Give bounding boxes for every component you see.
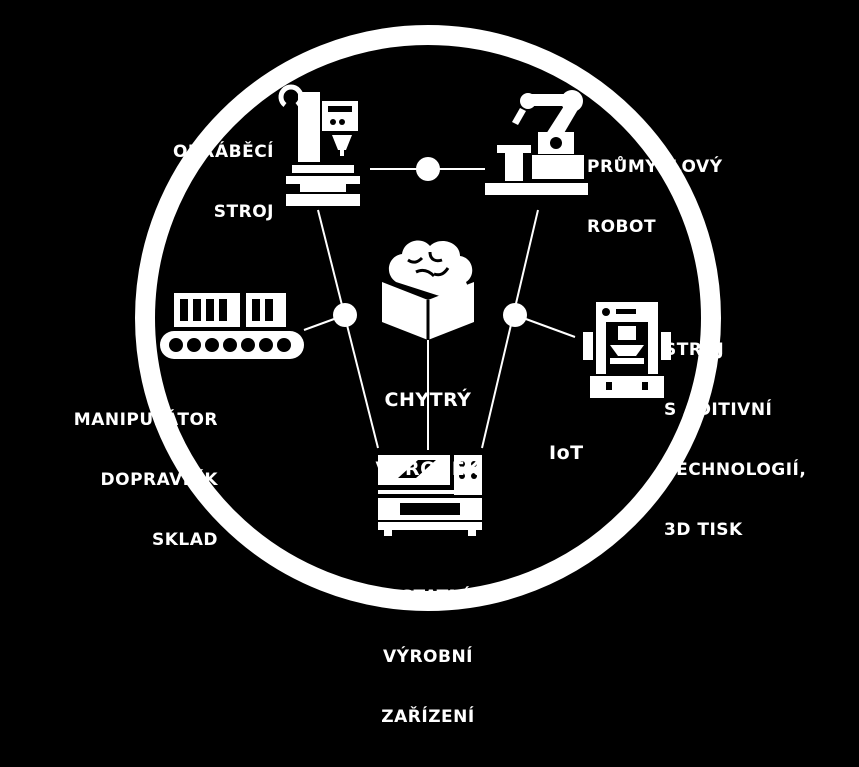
cnc-machine-icon (278, 84, 360, 206)
conveyor-icon (160, 293, 304, 359)
label-line: OBRÁBĚCÍ (172, 142, 274, 162)
label-manipulator: MANIPULÁTOR DOPRAVNÍK SKLAD (58, 370, 218, 590)
3d-printer-icon (583, 302, 671, 398)
connection-lines (303, 168, 576, 450)
brain-box-icon (382, 240, 474, 340)
center-label-line1: CHYTRÝ (384, 389, 472, 411)
label-line: TECHNOLOGIÍ, (664, 460, 807, 480)
label-line: S ADITIVNÍ (664, 400, 773, 420)
label-line: ROBOT (587, 217, 657, 237)
hub-dot-left (333, 303, 357, 327)
label-ostatni-zarizeni: OSTATNÍ VÝROBNÍ ZAŘÍZENÍ (368, 547, 488, 767)
robot-arm-icon (485, 90, 588, 195)
label-obrabeci-stroj: OBRÁBĚCÍ STROJ (156, 102, 274, 262)
production-machine-icon (378, 455, 482, 536)
label-line: STROJ (213, 202, 274, 222)
label-line: 3D TISK (664, 520, 743, 540)
label-aditivni-stroj: STROJ S ADITIVNÍ TECHNOLOGIÍ, 3D TISK (664, 300, 806, 580)
iot-ring (135, 25, 721, 611)
iot-diagram: CHYTRÝ VÝROBEK OBRÁBĚCÍ STROJ PRŮMYSLOVÝ… (58, 25, 806, 727)
label-prumyslovy-robot: PRŮMYSLOVÝ ROBOT (587, 117, 723, 277)
label-line: SKLAD (151, 530, 218, 550)
diagram-canvas (135, 25, 721, 611)
center-label-line2: VÝROBEK (375, 458, 481, 480)
center-label: CHYTRÝ VÝROBEK (368, 343, 488, 527)
label-line: PRŮMYSLOVÝ (587, 157, 723, 177)
hub-dot-right (503, 303, 527, 327)
label-line: ZAŘÍZENÍ (381, 707, 475, 727)
iot-label: IoT (549, 442, 584, 464)
label-line: OSTATNÍ (385, 587, 471, 607)
label-line: DOPRAVNÍK (100, 470, 218, 490)
hub-dots (333, 157, 527, 327)
hub-dot-top (416, 157, 440, 181)
label-line: STROJ (664, 340, 725, 360)
label-line: MANIPULÁTOR (73, 410, 218, 430)
label-line: VÝROBNÍ (382, 647, 474, 667)
